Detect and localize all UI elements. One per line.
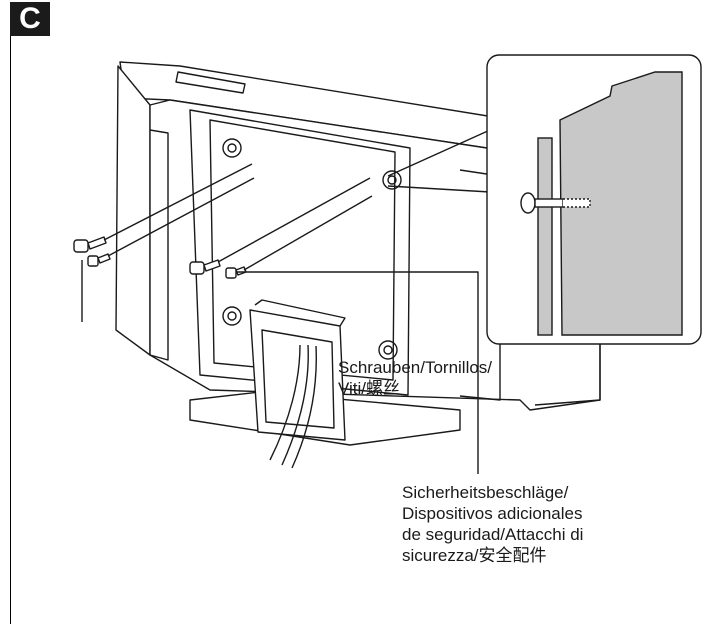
cable-bundle bbox=[269, 344, 317, 469]
inset-leader-top bbox=[387, 129, 491, 177]
callout-security-line: Dispositivos adicionales bbox=[402, 504, 583, 523]
callout-screws-line: Schrauben/Tornillos/ bbox=[338, 358, 493, 377]
keyhole-mounts bbox=[222, 138, 402, 360]
inset-tv-panel bbox=[559, 71, 683, 336]
tv-body-outline bbox=[115, 65, 151, 356]
inset-detail bbox=[486, 54, 702, 345]
callout-screws-line: Viti/螺丝 bbox=[338, 379, 401, 398]
inset-plate bbox=[537, 137, 553, 336]
screws-center bbox=[189, 259, 247, 279]
inset-screw bbox=[520, 192, 591, 214]
callout-security-line: de seguridad/Attacchi di bbox=[402, 525, 584, 544]
callout-security-line: Sicherheitsbeschläge/ bbox=[402, 483, 569, 502]
section-letter-badge: C bbox=[10, 2, 50, 36]
stand-column-inner bbox=[261, 329, 335, 429]
figure-frame-left-rule bbox=[10, 32, 11, 624]
tv-rib-left bbox=[149, 129, 169, 361]
callout-security-line: sicurezza/安全配件 bbox=[402, 546, 547, 565]
tv-top-control-strip bbox=[175, 71, 246, 94]
callout-leader-security bbox=[236, 271, 479, 474]
stand-bracket bbox=[254, 299, 346, 327]
callout-security-label: Sicherheitsbeschläge/ Dispositivos adici… bbox=[402, 482, 583, 566]
screw-guide-lines bbox=[103, 163, 373, 271]
mounting-plate-inner bbox=[209, 119, 396, 381]
mounting-plate bbox=[189, 109, 411, 396]
callout-screws-label: Schrauben/Tornillos/ Viti/螺丝 bbox=[338, 357, 492, 399]
inset-leader-bottom bbox=[387, 185, 491, 193]
screws-left bbox=[73, 236, 111, 267]
